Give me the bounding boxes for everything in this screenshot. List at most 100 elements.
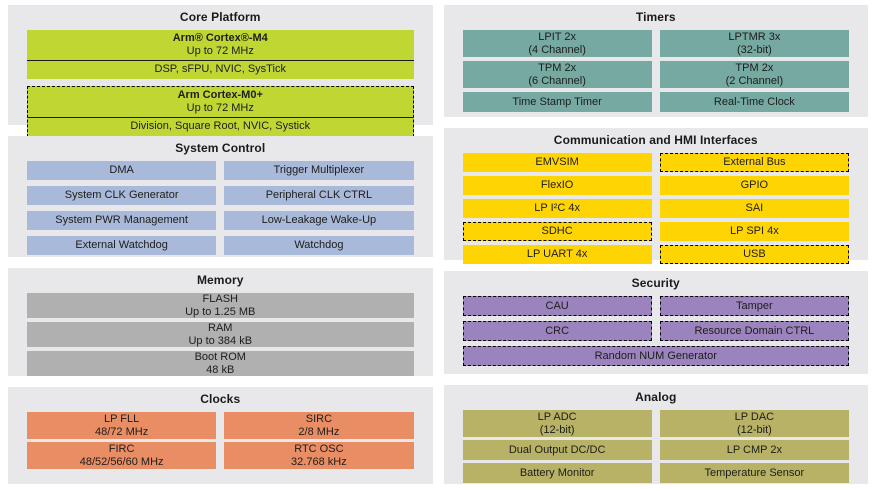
lp-adc-bits: (12-bit) <box>539 423 575 436</box>
comm-grid: EMVSIM External Bus FlexIO GPIO LP I²C 4… <box>462 153 849 264</box>
section-title-security: Security <box>631 276 680 290</box>
block-peripheral-clk-ctrl: Peripheral CLK CTRL <box>224 186 414 205</box>
cortex-m4-features: DSP, sFPU, NVIC, SysTick <box>27 60 414 79</box>
boot-rom-size: 48 kB <box>206 363 235 376</box>
rtc-osc-label: RTC OSC <box>294 442 344 455</box>
section-memory: Memory FLASH Up to 1.25 MB RAM Up to 384… <box>8 268 433 376</box>
block-external-watchdog: External Watchdog <box>27 236 217 255</box>
block-boot-rom: Boot ROM 48 kB <box>27 351 414 376</box>
sirc-label: SIRC <box>305 412 333 425</box>
section-system-control: System Control DMA Trigger Multiplexer S… <box>8 136 433 257</box>
section-analog: Analog LP ADC (12-bit) LP DAC (12-bit) D… <box>443 385 868 484</box>
block-tamper: Tamper <box>659 296 849 316</box>
block-system-clk-generator: System CLK Generator <box>27 186 217 205</box>
cortex-m0plus-name: Arm Cortex-M0+ <box>177 89 263 101</box>
block-dma: DMA <box>27 161 217 180</box>
block-lp-dac: LP DAC (12-bit) <box>659 410 849 437</box>
firc-freq: 48/52/56/60 MHz <box>79 455 164 468</box>
block-sirc: SIRC 2/8 MHz <box>224 412 414 439</box>
lp-dac-bits: (12-bit) <box>736 423 772 436</box>
lpit-label: LPIT 2x <box>538 30 576 43</box>
sirc-freq: 2/8 MHz <box>298 425 340 438</box>
cortex-m4-name: Arm® Cortex®-M4 <box>172 32 268 44</box>
section-title-system-control: System Control <box>175 141 266 155</box>
block-lp-spi: LP SPI 4x <box>659 222 849 241</box>
cortex-m0plus-header: Arm Cortex-M0+ Up to 72 MHz <box>28 87 413 117</box>
tpm-2ch-channels: (2 Channel) <box>725 74 784 87</box>
block-resource-domain-ctrl: Resource Domain CTRL <box>659 321 849 341</box>
block-lpit: LPIT 2x (4 Channel) <box>462 30 652 57</box>
block-cau: CAU <box>462 296 652 316</box>
block-lptmr: LPTMR 3x (32-bit) <box>659 30 849 57</box>
tpm-6ch-label: TPM 2x <box>538 61 577 74</box>
cortex-m0plus-features: Division, Square Root, NVIC, Systick <box>28 117 413 136</box>
block-random-num-generator: Random NUM Generator <box>462 346 849 366</box>
block-lp-i2c: LP I²C 4x <box>462 199 652 218</box>
section-title-communication-hmi: Communication and HMI Interfaces <box>553 133 758 147</box>
right-column: Timers LPIT 2x (4 Channel) LPTMR 3x (32-… <box>443 5 868 484</box>
block-low-leakage-wake-up: Low-Leakage Wake-Up <box>224 211 414 230</box>
block-usb: USB <box>659 245 849 264</box>
clocks-grid: LP FLL 48/72 MHz SIRC 2/8 MHz FIRC 48/52… <box>27 412 414 469</box>
section-title-memory: Memory <box>196 273 244 287</box>
lp-dac-label: LP DAC <box>734 410 775 423</box>
flash-label: FLASH <box>202 293 238 305</box>
block-cortex-m0plus: Arm Cortex-M0+ Up to 72 MHz Division, Sq… <box>27 86 414 137</box>
block-lp-fll: LP FLL 48/72 MHz <box>27 412 217 439</box>
block-sdhc: SDHC <box>462 222 652 241</box>
block-system-pwr-management: System PWR Management <box>27 211 217 230</box>
block-cortex-m4: Arm® Cortex®-M4 Up to 72 MHz DSP, sFPU, … <box>27 30 414 79</box>
lp-adc-label: LP ADC <box>537 410 577 423</box>
block-emvsim: EMVSIM <box>462 153 652 172</box>
cortex-m4-header: Arm® Cortex®-M4 Up to 72 MHz <box>27 30 414 60</box>
block-tpm-6ch: TPM 2x (6 Channel) <box>462 61 652 88</box>
section-title-analog: Analog <box>635 390 677 404</box>
block-trigger-multiplexer: Trigger Multiplexer <box>224 161 414 180</box>
section-title-core-platform: Core Platform <box>179 10 261 24</box>
block-crc: CRC <box>462 321 652 341</box>
timers-grid: LPIT 2x (4 Channel) LPTMR 3x (32-bit) TP… <box>462 30 849 112</box>
ram-label: RAM <box>208 322 233 334</box>
block-tpm-2ch: TPM 2x (2 Channel) <box>659 61 849 88</box>
lptmr-label: LPTMR 3x <box>728 30 781 43</box>
block-dual-output-dcdc: Dual Output DC/DC <box>462 440 652 460</box>
block-watchdog: Watchdog <box>224 236 414 255</box>
block-flexio: FlexIO <box>462 176 652 195</box>
section-communication-hmi: Communication and HMI Interfaces EMVSIM … <box>443 128 868 264</box>
block-sai: SAI <box>659 199 849 218</box>
flash-size: Up to 1.25 MB <box>185 305 256 318</box>
block-gpio: GPIO <box>659 176 849 195</box>
block-temperature-sensor: Temperature Sensor <box>659 463 849 483</box>
analog-grid: LP ADC (12-bit) LP DAC (12-bit) Dual Out… <box>462 410 849 483</box>
tpm-6ch-channels: (6 Channel) <box>528 74 586 87</box>
section-title-clocks: Clocks <box>200 392 241 406</box>
section-core-platform: Core Platform Arm® Cortex®-M4 Up to 72 M… <box>8 5 433 137</box>
ram-size: Up to 384 kB <box>188 334 253 347</box>
block-external-bus: External Bus <box>659 153 849 172</box>
block-firc: FIRC 48/52/56/60 MHz <box>27 442 217 469</box>
block-lp-adc: LP ADC (12-bit) <box>462 410 652 437</box>
boot-rom-label: Boot ROM <box>194 351 246 363</box>
lptmr-bits: (32-bit) <box>736 43 772 56</box>
section-timers: Timers LPIT 2x (4 Channel) LPTMR 3x (32-… <box>443 5 868 117</box>
section-clocks: Clocks LP FLL 48/72 MHz SIRC 2/8 MHz FIR… <box>8 387 433 484</box>
lp-fll-freq: 48/72 MHz <box>95 425 149 438</box>
system-control-grid: DMA Trigger Multiplexer System CLK Gener… <box>27 161 414 255</box>
block-lp-uart: LP UART 4x <box>462 245 652 264</box>
firc-label: FIRC <box>108 442 135 455</box>
block-time-stamp-timer: Time Stamp Timer <box>462 92 652 112</box>
security-grid: CAU Tamper CRC Resource Domain CTRL Rand… <box>462 296 849 366</box>
cortex-m4-frequency: Up to 72 MHz <box>186 45 254 57</box>
rtc-osc-freq: 32.768 kHz <box>291 455 347 468</box>
block-ram: RAM Up to 384 kB <box>27 322 414 347</box>
section-title-timers: Timers <box>635 10 676 24</box>
block-rtc-osc: RTC OSC 32.768 kHz <box>224 442 414 469</box>
tpm-2ch-label: TPM 2x <box>735 61 774 74</box>
section-security: Security CAU Tamper CRC Resource Domain … <box>443 271 868 374</box>
block-battery-monitor: Battery Monitor <box>462 463 652 483</box>
lpit-channels: (4 Channel) <box>528 43 586 56</box>
left-column: Core Platform Arm® Cortex®-M4 Up to 72 M… <box>8 5 433 484</box>
block-lp-cmp: LP CMP 2x <box>659 440 849 460</box>
lp-fll-label: LP FLL <box>103 412 140 425</box>
